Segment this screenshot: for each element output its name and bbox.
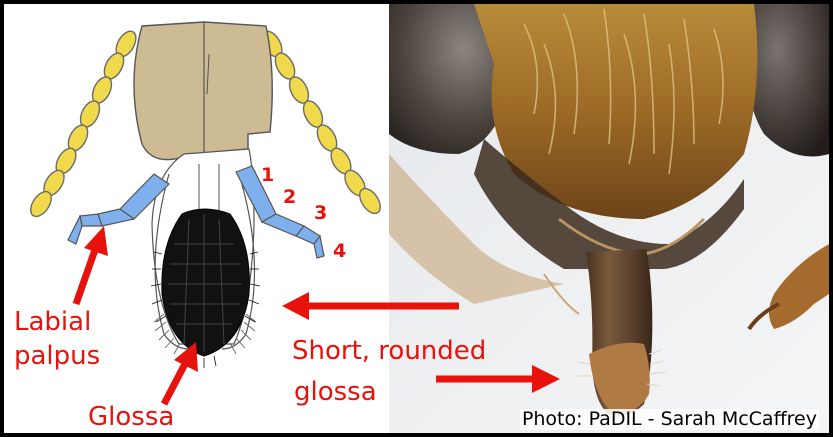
palpus-segment-3: 3 xyxy=(314,204,327,223)
bee-head-photo xyxy=(4,4,829,433)
figure-frame: 1 2 3 4 Labial palpus Glossa Short, roun… xyxy=(4,4,829,433)
labial-palpus-label-line2: palpus xyxy=(14,343,100,369)
palpus-segment-4: 4 xyxy=(333,242,346,261)
photo-credit: Photo: PaDIL - Sarah McCaffrey xyxy=(520,409,819,430)
left-antenna xyxy=(27,28,140,220)
labial-palpus-label-line1: Labial xyxy=(14,309,91,335)
head-capsule xyxy=(134,22,272,160)
right-antenna xyxy=(258,28,384,217)
palpus-segment-1: 1 xyxy=(261,166,274,185)
palpus-segment-2: 2 xyxy=(283,188,296,207)
short-rounded-label-line1: Short, rounded xyxy=(292,338,486,364)
arrow-glossa xyxy=(164,362,186,404)
short-rounded-label-line2: glossa xyxy=(294,379,377,405)
glossa-label: Glossa xyxy=(88,404,174,430)
arrow-labial-palpus xyxy=(76,247,96,304)
